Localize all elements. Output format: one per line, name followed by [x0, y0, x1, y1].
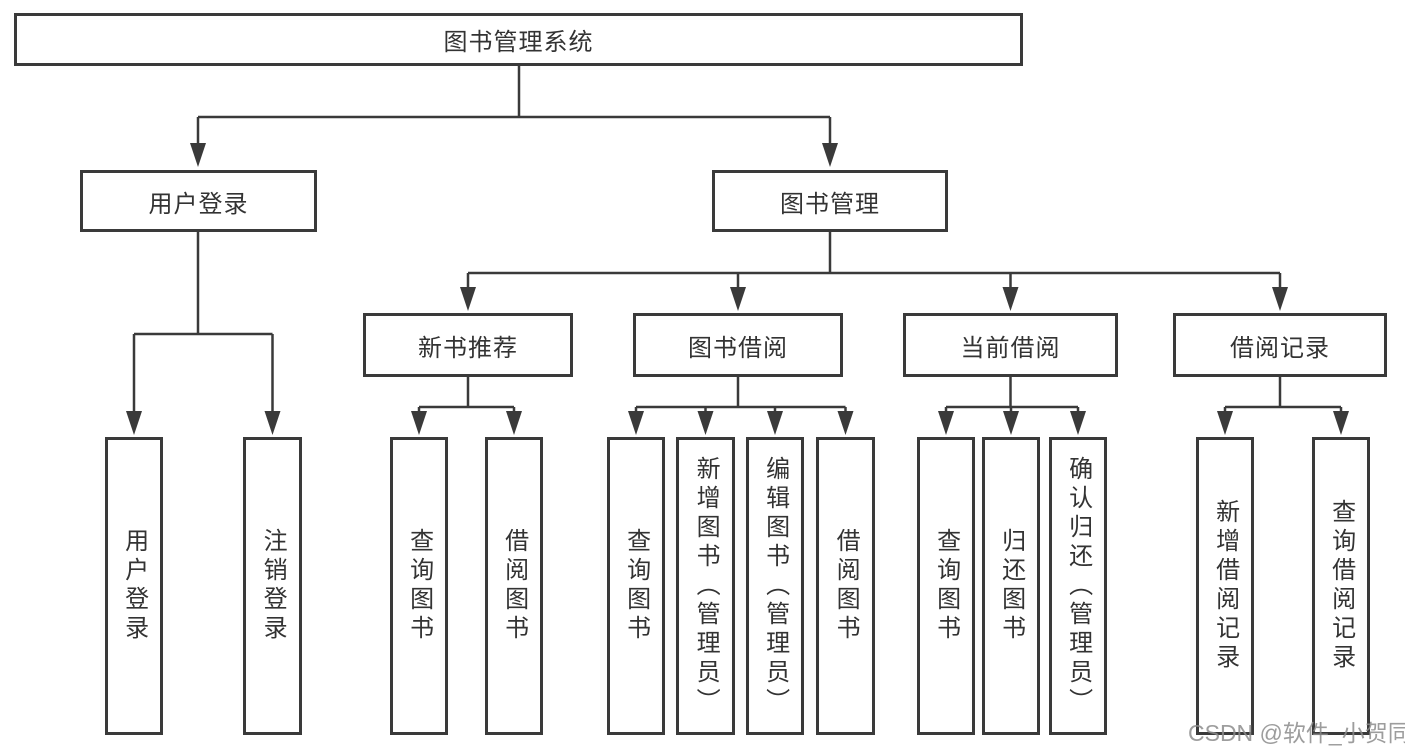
node-book-borrow: 图书借阅 [633, 313, 843, 377]
leaf-query-book-recommend: 查询图书 [390, 437, 448, 735]
leaf-borrow-book-recommend: 借阅图书 [485, 437, 543, 735]
leaf-user-login: 用户登录 [105, 437, 163, 735]
leaf-add-book-admin: 新增图书（管理员） [676, 437, 735, 735]
leaf-edit-book-admin: 编辑图书（管理员） [746, 437, 804, 735]
leaf-confirm-return-admin: 确认归还（管理员） [1049, 437, 1107, 735]
leaf-query-borrow-record: 查询借阅记录 [1312, 437, 1370, 735]
node-current-borrow: 当前借阅 [903, 313, 1118, 377]
leaf-borrow-book: 借阅图书 [816, 437, 875, 735]
leaf-logout: 注销登录 [243, 437, 302, 735]
node-borrow-record-label: 借阅记录 [1230, 334, 1330, 362]
node-user-login-branch: 用户登录 [80, 170, 317, 232]
node-user-login-branch-label: 用户登录 [148, 190, 249, 218]
node-new-book-recommend: 新书推荐 [363, 313, 573, 377]
node-book-borrow-label: 图书借阅 [688, 334, 788, 362]
node-root-system: 图书管理系统 [14, 13, 1023, 66]
leaf-query-book-borrow: 查询图书 [607, 437, 665, 735]
leaf-return-book: 归还图书 [982, 437, 1040, 735]
leaf-query-book-current: 查询图书 [917, 437, 975, 735]
node-book-management-branch-label: 图书管理 [780, 190, 880, 218]
node-root-system-label: 图书管理系统 [443, 29, 594, 56]
leaf-add-borrow-record: 新增借阅记录 [1196, 437, 1254, 735]
node-borrow-record: 借阅记录 [1173, 313, 1387, 377]
csdn-watermark: CSDN @软件_小贺同学 [1188, 720, 1405, 746]
node-new-book-recommend-label: 新书推荐 [418, 334, 518, 362]
node-book-management-branch: 图书管理 [712, 170, 948, 232]
node-current-borrow-label: 当前借阅 [960, 334, 1061, 362]
